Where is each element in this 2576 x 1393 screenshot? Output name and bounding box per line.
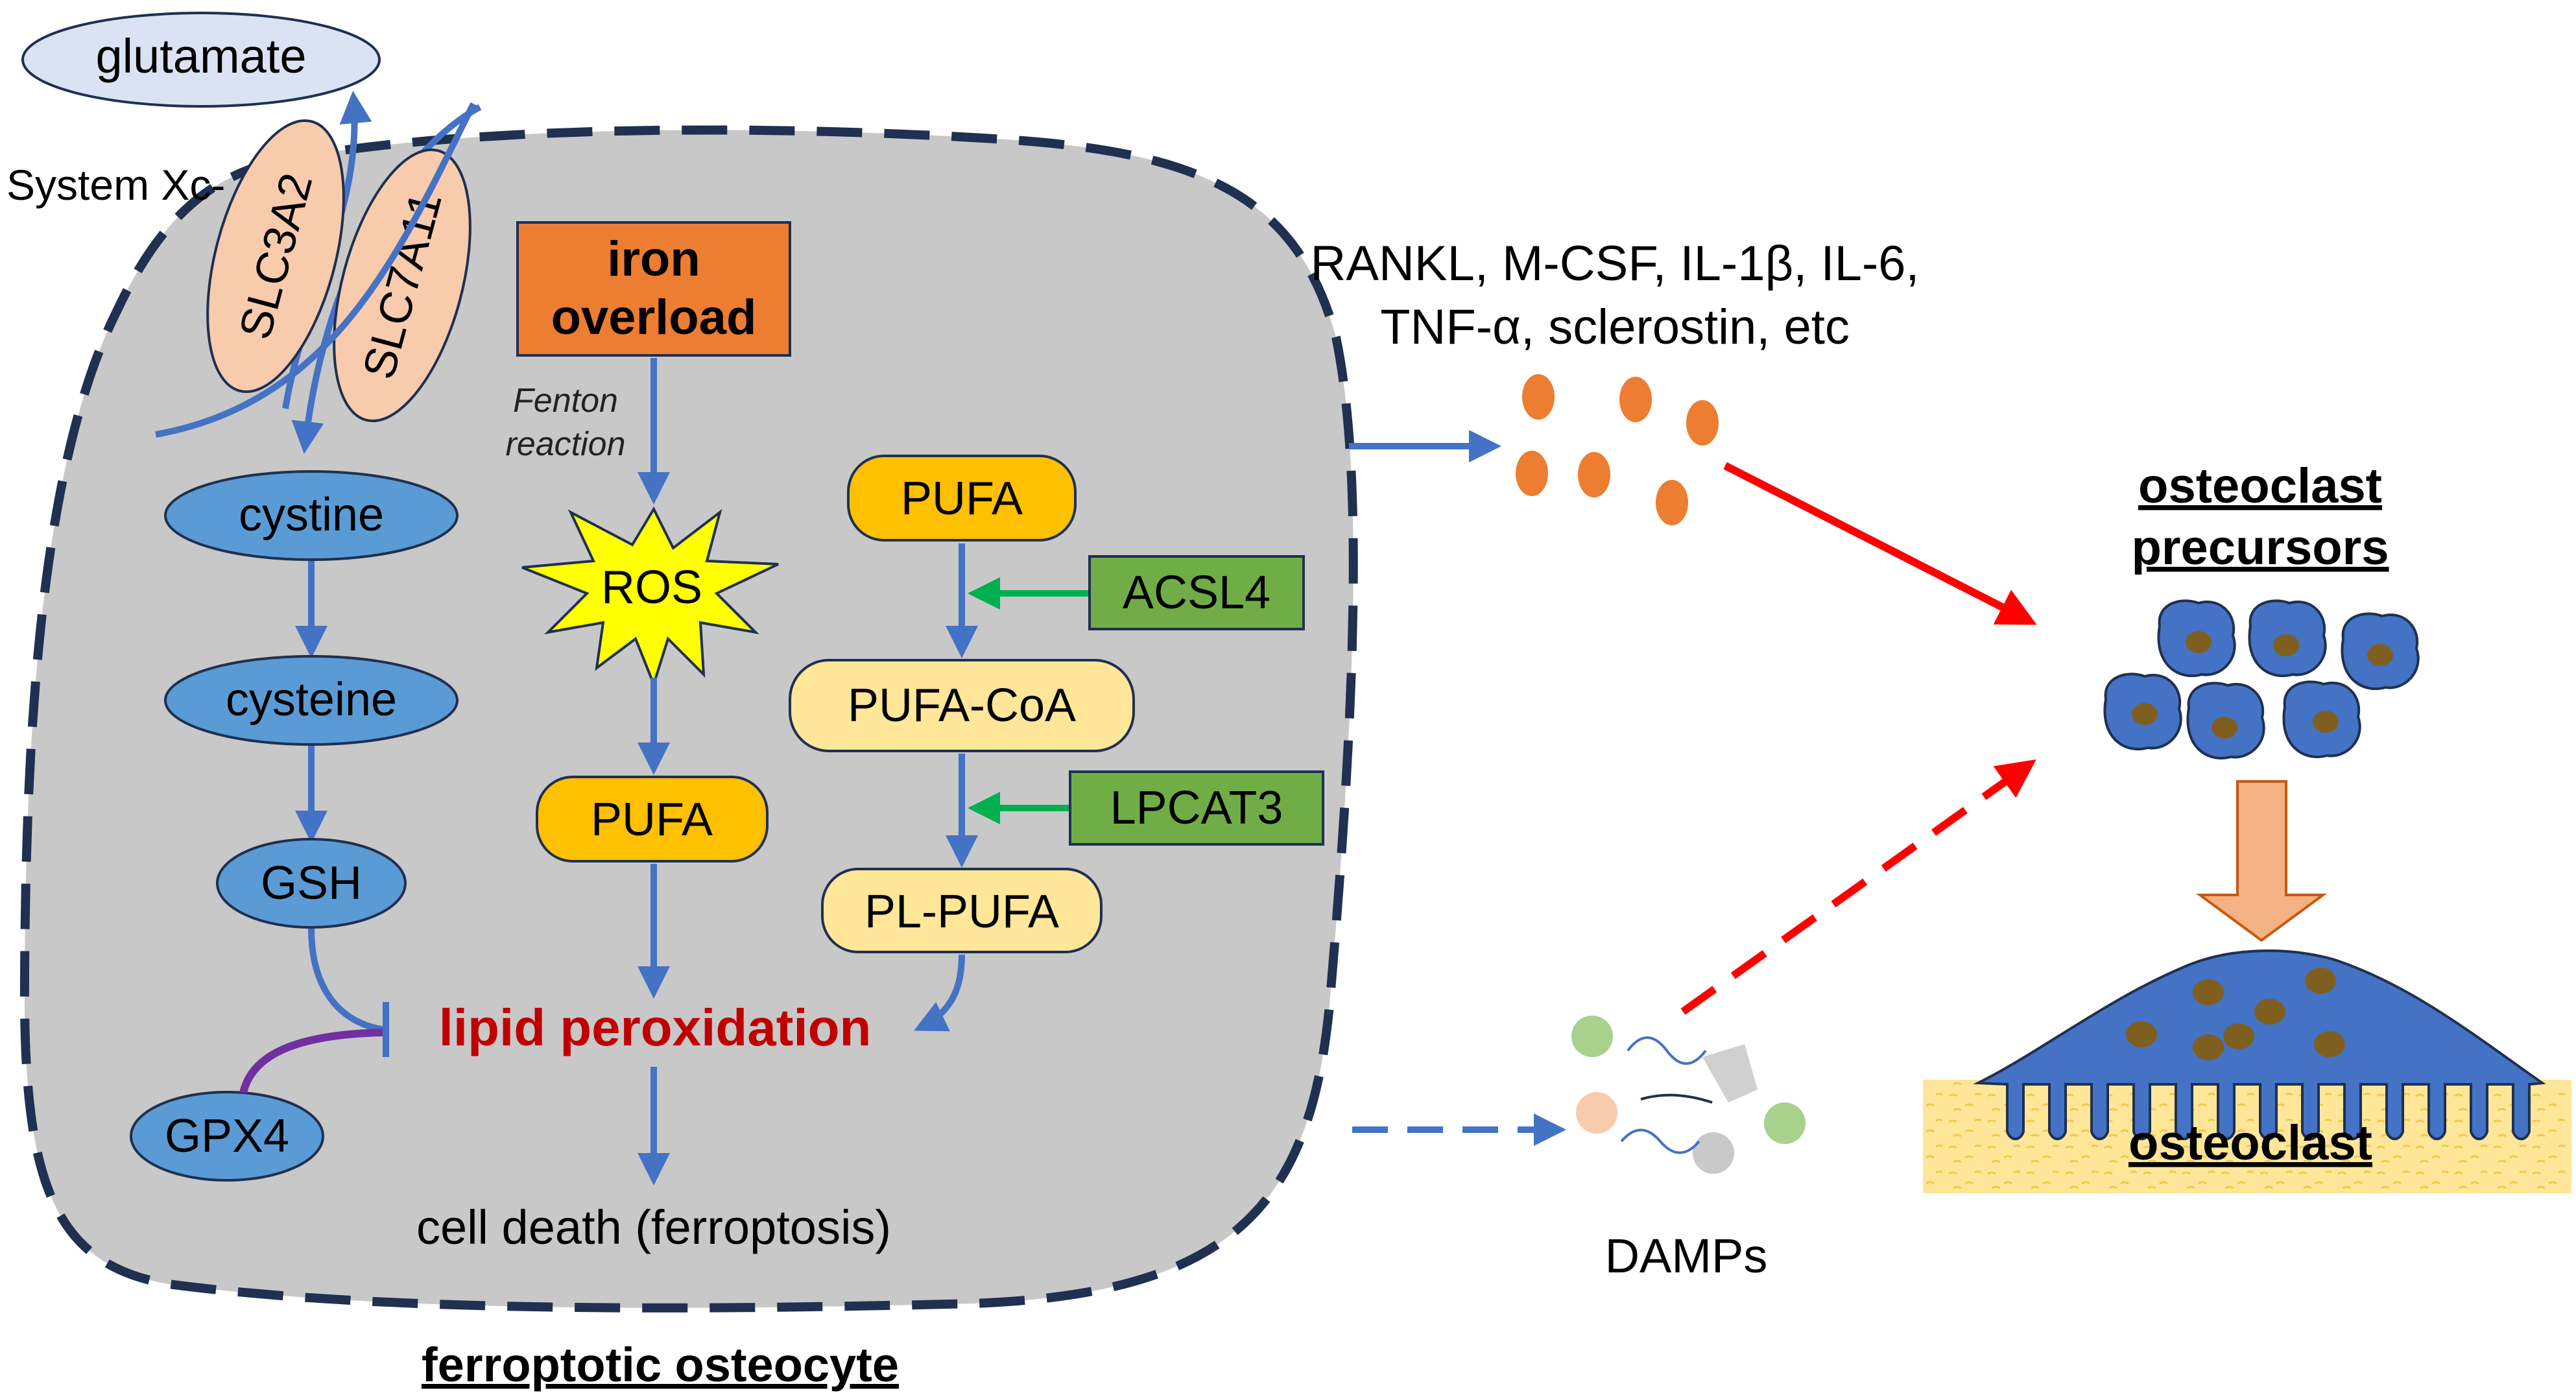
damps-cluster [1571, 1016, 1806, 1174]
cytokines-line1: RANKL, M-CSF, IL-1β, IL-6, [1310, 236, 1919, 291]
cystine-node [164, 470, 459, 561]
osteoclast-nucleus [2126, 1021, 2157, 1047]
damp-peach-circle [1576, 1092, 1617, 1134]
cell-membrane [19, 125, 1358, 1313]
iron-overload-box [516, 221, 791, 357]
osteoclast-nucleus [2223, 1023, 2254, 1049]
osteoclast-cell [1973, 949, 2546, 1141]
pl-pufa-label: PL-PUFA [865, 886, 1059, 938]
damps-to-precursor-arrow [1680, 759, 2036, 1015]
iron-overload-label-line1: iron [607, 232, 700, 287]
damp-green-circle [1764, 1102, 1806, 1144]
damp-gray-circle [1693, 1132, 1734, 1174]
gsh-label: GSH [261, 857, 362, 909]
osteoclast-nucleus [2193, 1034, 2224, 1060]
damp-fragment [1702, 1044, 1758, 1102]
cytokine-dot [1619, 377, 1652, 422]
damps-label: DAMPs [1605, 1229, 1768, 1283]
lpcat3-box [1069, 770, 1324, 846]
cytokines-line2: TNF-α, sclerostin, etc [1380, 300, 1850, 355]
cytokine-dots [1516, 374, 1719, 525]
bone-surface [1923, 1080, 2571, 1193]
precursor-cell [2103, 673, 2182, 751]
cytokine-dot [1522, 374, 1555, 420]
cytokine-dot [1578, 452, 1610, 497]
damp-dna-strand [1627, 1036, 1707, 1065]
lpcat3-label: LPCAT3 [1110, 782, 1283, 834]
glutamate-label: glutamate [96, 29, 307, 83]
precursors-title-line1: osteoclast [2138, 458, 2382, 514]
differentiation-arrow [2195, 780, 2328, 942]
slc3a2-transporter: SLC3A2 [206, 119, 345, 394]
fenton-reaction-line2: reaction [506, 425, 626, 463]
precursor-cells [2103, 599, 2420, 760]
system-xc-label: System Xc- [6, 161, 225, 209]
cell-title: ferroptotic osteocyte [422, 1338, 899, 1392]
pufa-left-label: PUFA [591, 794, 713, 846]
cytokine-dot [1686, 400, 1719, 446]
gsh-inhibition-line [308, 928, 387, 1033]
cysteine-label: cysteine [226, 674, 397, 726]
glutamate-ellipse [21, 12, 381, 108]
precursor-cell [2186, 682, 2265, 760]
gsh-node [216, 838, 407, 929]
precursors-title-line2: precursors [2131, 520, 2389, 575]
membrane-curve [155, 102, 477, 438]
precursor-cell [2282, 680, 2361, 759]
precursor-cell [2341, 612, 2420, 691]
slc7a11-transporter: SLC7A11 [333, 148, 471, 423]
pufa-coa-label: PUFA-CoA [848, 680, 1076, 732]
precursor-cell [2157, 599, 2236, 678]
osteoclast-nucleus [2254, 999, 2285, 1025]
acsl4-box [1088, 555, 1305, 630]
cytokine-dot [1516, 451, 1548, 496]
osteoclast-nuclei [2126, 968, 2345, 1060]
pufa-top-node [847, 455, 1077, 542]
gpx4-node [130, 1091, 324, 1182]
cell-death-label: cell death (ferroptosis) [416, 1200, 891, 1254]
acsl4-label: ACSL4 [1123, 567, 1270, 619]
cysteine-node [164, 655, 459, 746]
lipid-peroxidation-label: lipid peroxidation [439, 999, 872, 1056]
osteoclast-nucleus [2193, 979, 2224, 1005]
gpx4-line [239, 1029, 383, 1094]
cystine-label: cystine [239, 489, 384, 541]
damp-green-circle [1571, 1016, 1613, 1057]
ros-label: ROS [601, 562, 702, 613]
iron-overload-label-line2: overload [551, 290, 757, 345]
pl-pufa-node [821, 868, 1103, 953]
osteoclast-nucleus [2305, 968, 2336, 994]
cytokine-dot [1656, 480, 1688, 525]
osteoclast-label: osteoclast [2129, 1115, 2372, 1171]
gpx4-label: GPX4 [165, 1110, 289, 1162]
pufa-left-node [536, 776, 769, 863]
precursor-cell [2248, 599, 2327, 678]
pufa-top-label: PUFA [901, 473, 1023, 525]
osteoclast-nucleus [2314, 1031, 2345, 1057]
damp-dna-strand [1620, 1128, 1700, 1154]
damp-dna-strand [1640, 1093, 1713, 1104]
cytokine-to-precursor-arrow [1723, 462, 2037, 625]
fenton-reaction-line1: Fenton [513, 382, 618, 420]
pl-pufa-to-lipid-arrow [913, 954, 965, 1032]
pufa-coa-node [789, 659, 1135, 752]
